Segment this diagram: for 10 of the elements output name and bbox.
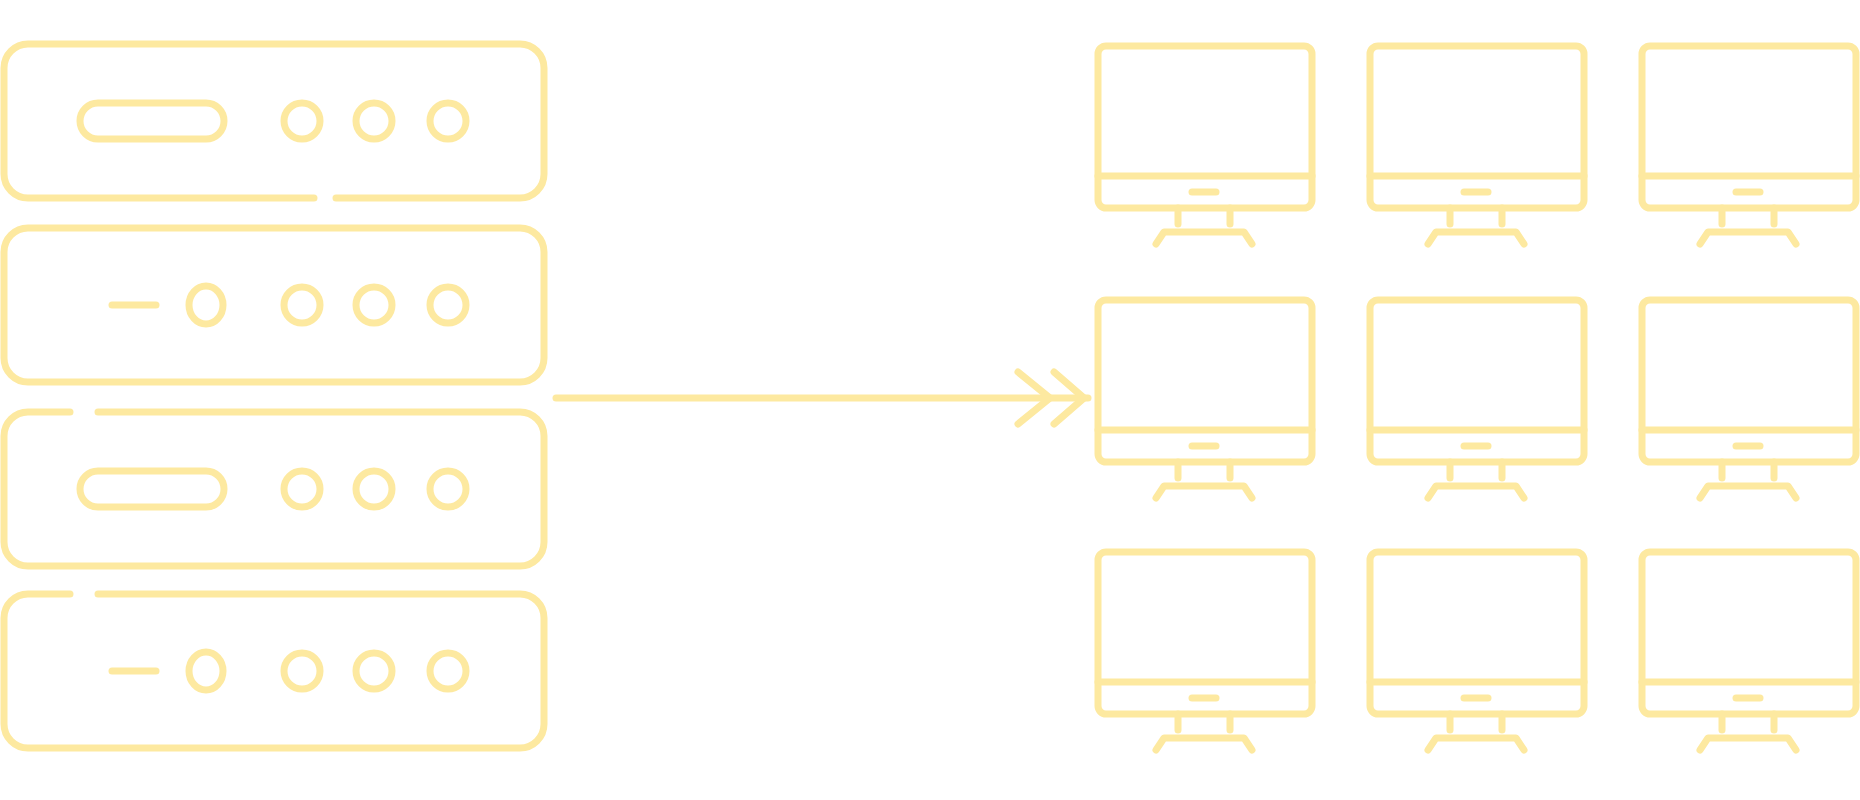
- monitor-icon: [1366, 548, 1588, 754]
- monitor-icon: [1638, 42, 1860, 248]
- monitor-icon: [1638, 296, 1860, 502]
- monitor-icon: [1094, 296, 1316, 502]
- monitor-icon: [1366, 42, 1588, 248]
- server-rack-icon: [0, 40, 550, 754]
- monitor-icon: [1638, 548, 1860, 754]
- monitor-icon: [1366, 296, 1588, 502]
- monitor-icon: [1094, 42, 1316, 248]
- monitor-icon: [1094, 548, 1316, 754]
